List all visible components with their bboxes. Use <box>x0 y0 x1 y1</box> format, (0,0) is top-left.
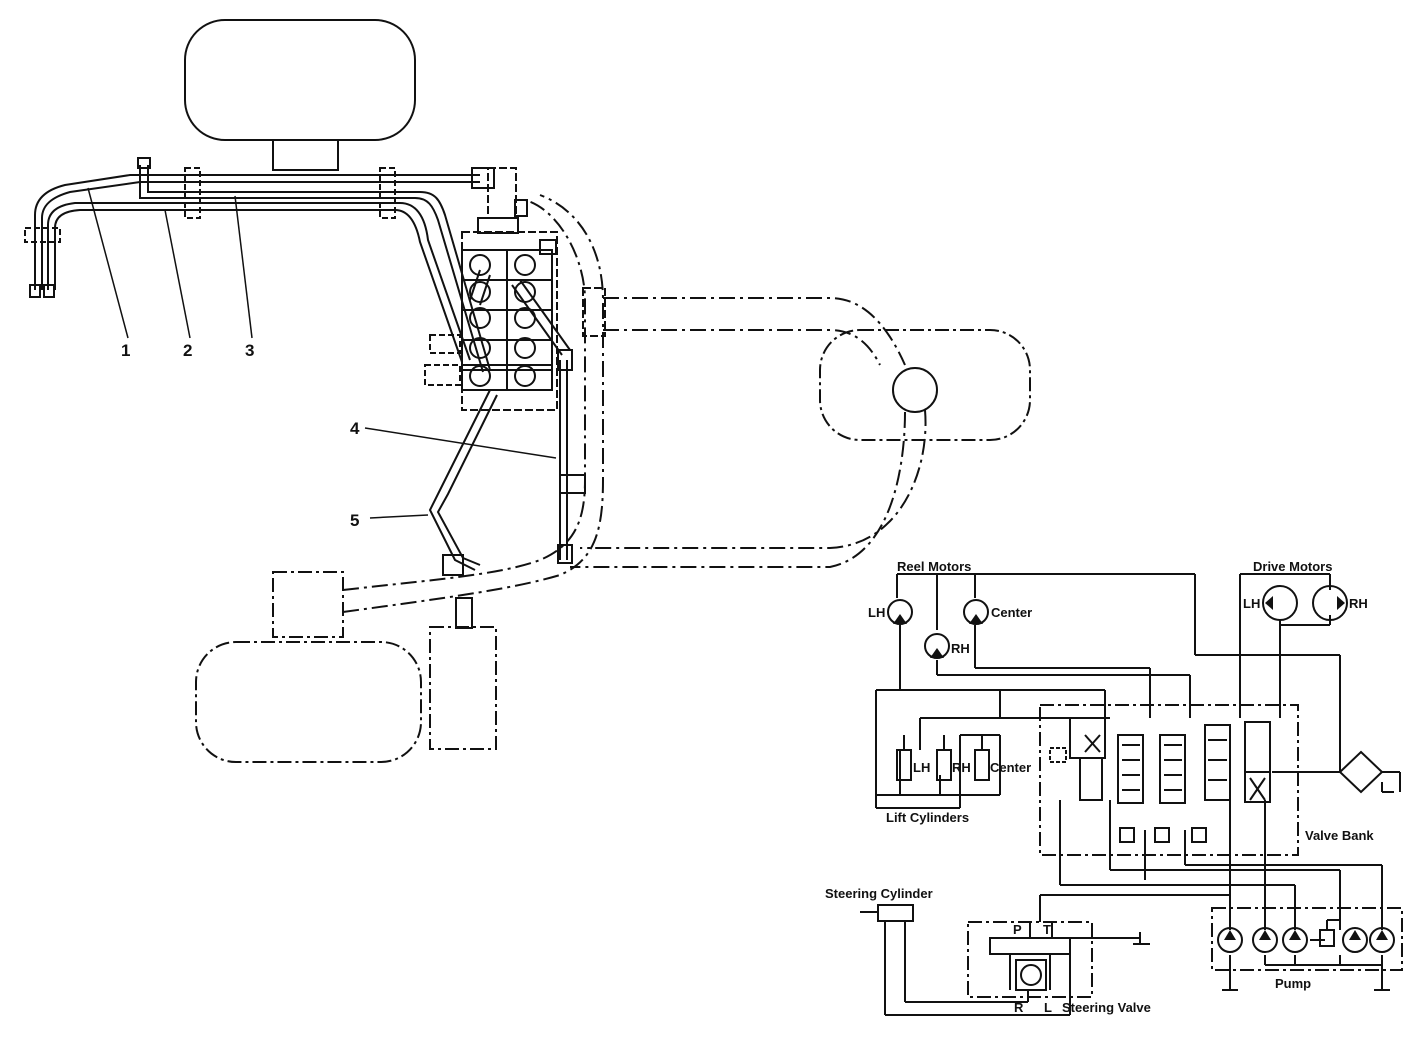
callout-1: 1 <box>121 341 130 360</box>
steering-cylinder-label: Steering Cylinder <box>825 886 933 901</box>
drive-wheel <box>429 626 497 750</box>
reel-motor-lh-label: LH <box>868 605 885 620</box>
callout-3: 3 <box>245 341 254 360</box>
pump-label: Pump <box>1275 976 1311 991</box>
lift-cylinder-lh-label: LH <box>913 760 930 775</box>
pump-section-1-icon <box>1217 927 1243 953</box>
front-reel <box>184 19 416 141</box>
reel-motors-title: Reel Motors <box>897 559 971 574</box>
hydraulic-lines <box>24 157 586 576</box>
pump-section-2-icon <box>1252 927 1278 953</box>
pump-section-5-icon <box>1369 927 1395 953</box>
reel-motor-center-label: Center <box>991 605 1032 620</box>
lift-cylinder-center-icon <box>974 749 990 781</box>
pump-section-3-icon <box>1282 927 1308 953</box>
schematic-lines <box>860 573 1403 1016</box>
drive-motor-rh-icon <box>1312 585 1348 621</box>
steering-valve-port-l: L <box>1044 1000 1052 1015</box>
drive-motor-lh-label: LH <box>1243 596 1260 611</box>
pump-section-4-icon <box>1342 927 1368 953</box>
callout-5: 5 <box>350 511 359 530</box>
valve-bank-label: Valve Bank <box>1305 828 1374 843</box>
steering-valve-port-p: P <box>1013 922 1022 937</box>
lift-cylinder-symbols <box>896 735 990 781</box>
callout-leaders <box>87 187 557 519</box>
front-reel-mount <box>272 139 339 171</box>
control-valve-block <box>424 167 558 411</box>
steering-motor-icon <box>1020 964 1042 986</box>
drive-motor-rh-label: RH <box>1349 596 1368 611</box>
steering-valve-label: Steering Valve <box>1062 1000 1151 1015</box>
filter-icon <box>1338 750 1384 794</box>
pivot-joint <box>892 367 938 413</box>
lift-cylinder-rh-label: RH <box>952 760 971 775</box>
drive-motor-lh-icon <box>1262 585 1298 621</box>
left-reel-mount <box>272 571 344 638</box>
lift-cylinder-center-label: Center <box>990 760 1031 775</box>
callout-2: 2 <box>183 341 192 360</box>
lift-cylinders-title: Lift Cylinders <box>886 810 969 825</box>
motor-symbols <box>887 585 1395 986</box>
machine-outline <box>184 19 1031 763</box>
drive-motors-title: Drive Motors <box>1253 559 1332 574</box>
callout-4: 4 <box>350 419 360 438</box>
steering-valve-port-r: R <box>1014 1000 1024 1015</box>
reel-motor-rh-label: RH <box>951 641 970 656</box>
left-reel <box>195 641 422 763</box>
frame-tube <box>342 199 586 591</box>
steering-valve-port-t: T <box>1043 922 1051 937</box>
